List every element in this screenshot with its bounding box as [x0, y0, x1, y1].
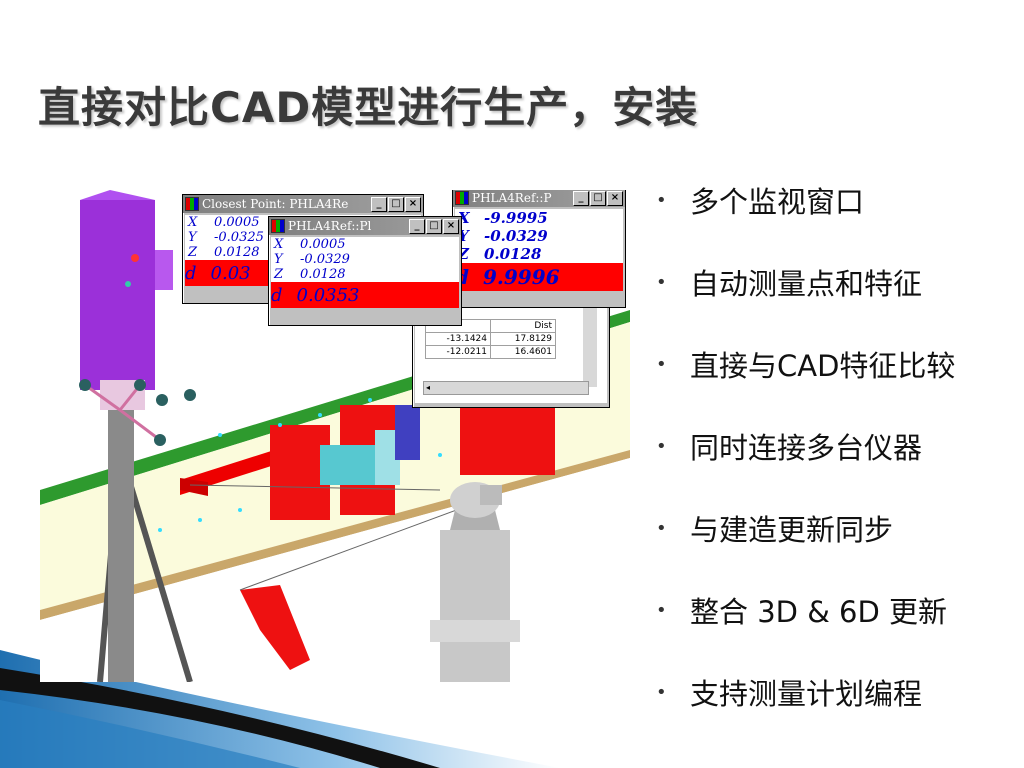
minimize-button[interactable]: _ [371, 196, 387, 212]
list-item: • 支持测量计划编程 [656, 672, 955, 712]
distance-label: d [271, 284, 283, 306]
app-icon [185, 197, 199, 211]
table-cell: 17.8129 [490, 332, 556, 346]
app-icon [455, 191, 469, 205]
axis-label: X [274, 237, 284, 252]
robot-base [440, 530, 510, 682]
table-cell: -13.1424 [425, 332, 491, 346]
window-title: PHLA4Ref::P [472, 191, 552, 205]
axis-label: X [188, 215, 198, 230]
bullet-icon: • [656, 599, 667, 621]
x-value: -9.9995 [484, 209, 548, 227]
z-value: 0.0128 [300, 267, 346, 282]
maximize-button[interactable]: □ [388, 196, 404, 212]
axis-label: Z [188, 245, 198, 260]
slide-title: 直接对比CAD模型进行生产，安装 [38, 83, 699, 132]
bullet-icon: • [656, 189, 667, 211]
close-button[interactable]: × [443, 218, 459, 234]
vertical-scrollbar[interactable] [583, 291, 597, 387]
list-item: • 整合 3D & 6D 更新 [656, 590, 955, 630]
list-item: • 同时连接多台仪器 [656, 426, 955, 466]
list-item: • 多个监视窗口 [656, 180, 955, 220]
list-item: • 与建造更新同步 [656, 508, 955, 548]
distance-value: 0.0353 [296, 284, 360, 306]
list-item-text: 整合 3D & 6D 更新 [690, 595, 948, 629]
distance-value: 0.03 [210, 262, 251, 284]
table-cell: -12.0211 [425, 345, 491, 359]
axis-label: Y [188, 230, 197, 245]
axis-label: Z [458, 245, 469, 263]
distance-label: d [185, 262, 197, 284]
y-value: -0.0329 [484, 227, 548, 245]
purple-column [80, 200, 155, 390]
z-value: 0.0128 [484, 245, 542, 263]
horizontal-scrollbar[interactable]: ◂ [423, 381, 589, 395]
list-item-text: 自动测量点和特征 [690, 267, 923, 301]
y-value: -0.0325 [214, 230, 264, 245]
y-value: -0.0329 [300, 252, 350, 267]
list-item-text: 支持测量计划编程 [690, 677, 923, 711]
feature-list: •多个监视窗口 •自动测量点和特征 •直接与CAD特征比较 •同时连接多台仪器 … [656, 180, 955, 754]
list-item-text: 与建造更新同步 [690, 513, 894, 547]
minimize-button[interactable]: _ [409, 218, 425, 234]
minimize-button[interactable]: _ [573, 190, 589, 206]
bullet-icon: • [656, 681, 667, 703]
bullet-icon: • [656, 517, 667, 539]
list-item-text: 直接与CAD特征比较 [690, 349, 956, 383]
x-value: 0.0005 [300, 237, 346, 252]
x-value: 0.0005 [214, 215, 260, 230]
axis-label: Y [458, 227, 469, 245]
window-title: Closest Point: PHLA4Re [202, 197, 349, 211]
window-title: PHLA4Ref::Pl [288, 219, 372, 233]
axis-label: X [458, 209, 470, 227]
z-value: 0.0128 [214, 245, 260, 260]
list-item: • 自动测量点和特征 [656, 262, 955, 302]
close-button[interactable]: × [405, 196, 421, 212]
maximize-button[interactable]: □ [426, 218, 442, 234]
axis-label: Y [274, 252, 283, 267]
app-icon [271, 219, 285, 233]
close-button[interactable]: × [607, 190, 623, 206]
distance-value: 9.9996 [482, 265, 560, 289]
phla-ref-window-right[interactable]: PHLA4Ref::P _ □ × X -9.9995 Y -0.0329 Z 0.0… [452, 190, 626, 308]
list-item: • 直接与CAD特征比较 [656, 344, 955, 384]
dist-header: Dist [490, 319, 556, 333]
list-item-text: 同时连接多台仪器 [690, 431, 923, 465]
maximize-button[interactable]: □ [590, 190, 606, 206]
bullet-icon: • [656, 435, 667, 457]
axis-label: Z [274, 267, 284, 282]
bullet-icon: • [656, 271, 667, 293]
list-item-text: 多个监视窗口 [690, 185, 865, 219]
table-cell: 16.4601 [490, 345, 556, 359]
bullet-icon: • [656, 353, 667, 375]
